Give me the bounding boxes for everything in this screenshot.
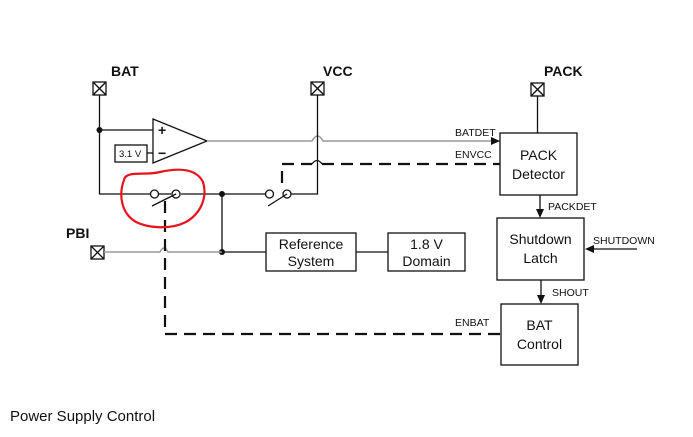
bat-control-block [500,303,579,366]
envcc-hop [311,159,323,165]
pack-detector-block [499,132,578,196]
vcc-switch [264,189,292,207]
shutdown-latch-line1: Shutdown [509,231,571,247]
pin-label-vcc: VCC [323,63,353,79]
shutdown-latch-line2: Latch [523,250,557,266]
bat-control-line1: BAT [526,317,553,333]
junction-dot [96,127,103,133]
batdet-arrow [491,137,500,145]
pack-detector-line1: PACK [520,147,558,163]
signal-label-enbat: ENBAT [455,317,490,329]
domain-1v8-line1: 1.8 V [410,236,443,252]
signal-label-shout: SHOUT [552,287,589,299]
vcc-pin-terminal [310,81,325,96]
pin-label-pack: PACK [544,63,583,79]
comparator-plus: + [158,122,166,138]
domain-1v8-line2: Domain [402,253,450,269]
bat-pin-terminal [92,81,107,96]
annotation-circle [120,168,206,229]
packdet-arrow [536,209,544,218]
shout-arrow [537,295,545,304]
bat-control-line2: Control [517,336,562,352]
pack-detector-line2: Detector [512,166,565,182]
bat-switch [149,189,181,207]
pbi-pin-terminal [90,245,105,260]
figure-caption: Power Supply Control [10,408,156,425]
envcc-control-line [280,162,312,183]
signal-label-batdet: BATDET [455,127,496,139]
shutdown-arrow [585,245,594,253]
pin-label-pbi: PBI [66,225,89,241]
enbat-control-line [163,201,500,336]
reference-system-line1: Reference [279,236,344,252]
pin-label-bat: BAT [111,63,139,79]
comparator-minus: − [158,145,166,161]
reference-system-line2: System [288,253,335,269]
signal-label-packdet: PACKDET [548,201,597,213]
vref-label: 3.1 V [119,149,142,160]
comparator [152,118,209,164]
signal-label-shutdown: SHUTDOWN [593,235,655,247]
vcc-wire [291,95,319,195]
signal-label-envcc: ENVCC [455,149,492,161]
domain-1v8-block [387,232,466,272]
shutdown-latch-block [496,217,585,281]
pbi-wire [104,247,222,253]
reference-system-block [265,232,357,272]
pack-pin-terminal [530,82,545,97]
